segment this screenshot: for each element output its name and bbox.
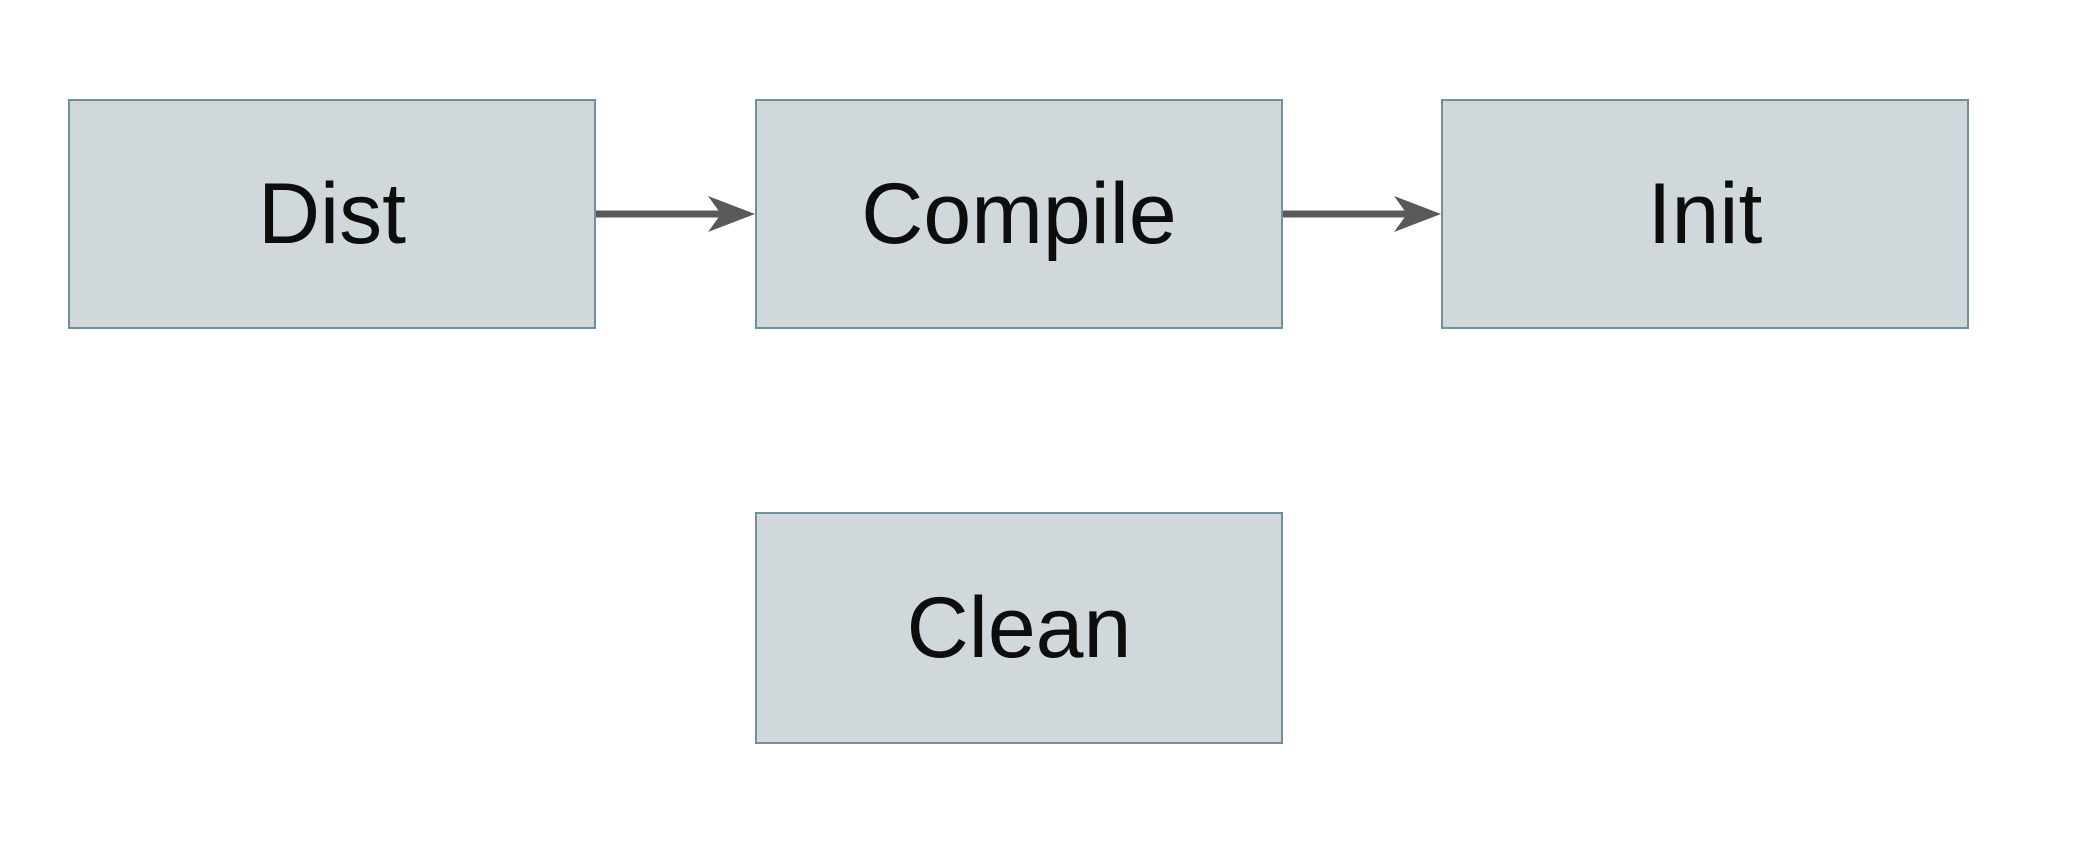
node-init: Init: [1441, 99, 1969, 329]
arrowhead-icon: [708, 196, 755, 232]
arrow-dist-to-compile: [596, 196, 755, 232]
node-dist: Dist: [68, 99, 596, 329]
node-dist-label: Dist: [257, 166, 407, 262]
node-clean-label: Clean: [906, 580, 1132, 676]
node-clean: Clean: [755, 512, 1283, 744]
arrowhead-icon: [1394, 196, 1441, 232]
node-init-label: Init: [1647, 166, 1763, 262]
node-compile: Compile: [755, 99, 1283, 329]
arrow-compile-to-init: [1283, 196, 1441, 232]
node-compile-label: Compile: [861, 166, 1177, 262]
